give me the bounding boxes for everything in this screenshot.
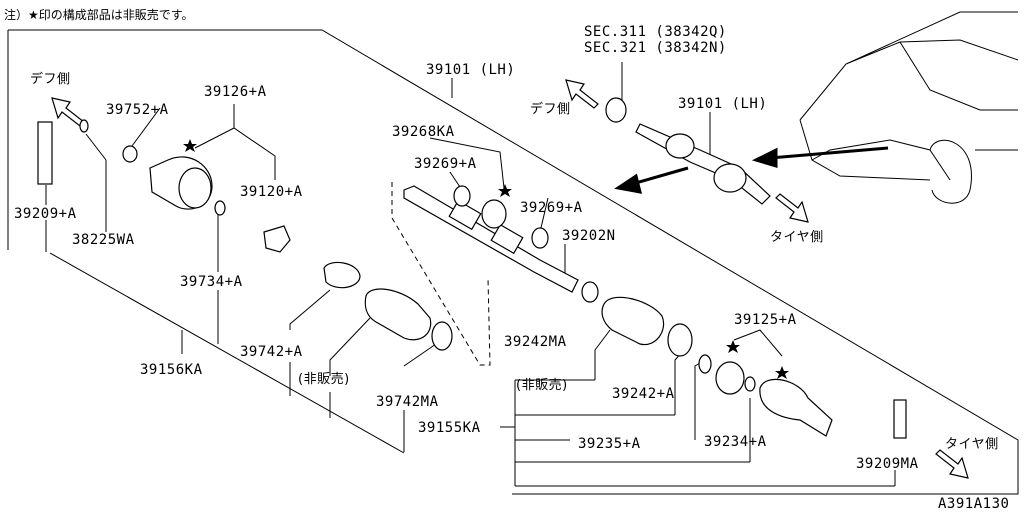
boot-band-39242ma [581, 281, 599, 303]
label-39101-main: 39101 (LH) [426, 62, 516, 78]
label-39155: 39155KA [418, 420, 481, 436]
tire-arrow-right [935, 449, 969, 479]
leader-39242a [674, 349, 685, 415]
label-38225: 38225WA [72, 232, 135, 248]
car-outline [799, 11, 1019, 204]
label-39734: 39734+A [180, 274, 243, 290]
label-39742ma: 39742MA [376, 394, 439, 410]
diff-arrow-left [51, 97, 85, 127]
snap-ring-38225 [79, 119, 89, 133]
label-39235: 39235+A [578, 436, 641, 452]
leader-39742ma [403, 343, 437, 367]
dust-shield-left [37, 121, 53, 185]
label-39209ma: 39209MA [856, 456, 919, 472]
shaft-pointer-2-head [614, 173, 643, 194]
label-39234: 39234+A [704, 434, 767, 450]
boot-band-39742ma [431, 321, 453, 351]
star-housing [775, 366, 789, 379]
label-tire-side-inset: タイヤ側 [770, 230, 824, 245]
inner-joint-39125 [715, 361, 745, 395]
snap-ring-39234 [744, 376, 756, 392]
frame-outline [8, 29, 1019, 495]
diff-arrow-inset [565, 79, 599, 109]
leader-notsold-a [329, 317, 371, 376]
shaft-damper-b [490, 223, 524, 255]
leader-39268 [429, 137, 505, 189]
inset-shaft [635, 123, 771, 205]
label-diff-side-inset: デフ側 [530, 102, 571, 117]
boot-inner-left [364, 288, 432, 341]
label-39126: 39126+A [204, 84, 267, 100]
boot-band-39752 [122, 145, 138, 163]
dynamic-damper-39268 [481, 199, 507, 229]
label-sec-311: SEC.311 (38342Q) [584, 24, 727, 40]
snap-ring-39734 [214, 200, 226, 216]
boot-band-39742a [323, 261, 361, 289]
leader-38225 [85, 133, 107, 161]
label-39101-inset: 39101 (LH) [678, 96, 768, 112]
label-39269a: 39269+A [414, 156, 477, 172]
label-39209a: 39209+A [14, 206, 77, 222]
label-tire-side-right: タイヤ側 [945, 437, 999, 452]
label-39269b: 39269+A [520, 200, 583, 216]
label-39752: 39752+A [106, 102, 169, 118]
leader-39242ma [594, 329, 611, 380]
shaft-damper-a [448, 199, 482, 231]
label-39268: 39268KA [392, 124, 455, 140]
label-diff-side-left: デフ側 [30, 72, 71, 87]
shaft-pointer-2 [631, 166, 689, 186]
leader-39125 [733, 329, 783, 357]
drive-shaft [403, 185, 579, 293]
label-not-sold-b: (非販売) [516, 378, 568, 393]
inset-boot-a [665, 133, 695, 159]
boot-band-39242a [667, 323, 693, 357]
label-39120: 39120+A [240, 184, 303, 200]
boot-right [601, 296, 665, 346]
shaft-pointer-1-head [751, 147, 778, 169]
star-damper [498, 184, 512, 197]
leader-39752 [131, 107, 161, 147]
band-39269a [453, 185, 471, 207]
label-39156: 39156KA [140, 362, 203, 378]
label-39742a: 39742+A [240, 344, 303, 360]
dust-shield-right [893, 399, 907, 439]
leader-39269b [539, 197, 549, 233]
label-39202: 39202N [562, 228, 616, 244]
label-39242ma: 39242MA [504, 334, 567, 350]
label-diagram-code: A391A130 [938, 496, 1010, 512]
frame-bottom-left [49, 252, 405, 454]
star-outer-joint [183, 139, 197, 152]
inset-seal [605, 97, 627, 123]
tire-arrow-inset [775, 193, 809, 223]
tripod-joint-39120 [263, 225, 291, 253]
snap-ring-39235 [698, 354, 712, 374]
shaft-pointer-1 [769, 146, 889, 160]
label-not-sold-a: (非販売) [298, 372, 350, 387]
label-sec-321: SEC.321 (38342N) [584, 40, 727, 56]
label-39242a: 39242+A [612, 386, 675, 402]
band-39269b [531, 227, 549, 249]
inner-joint-housing [759, 378, 833, 437]
label-39125: 39125+A [734, 312, 797, 328]
dashed-outline [391, 182, 491, 366]
leader-39742a [289, 289, 331, 330]
star-joint-39125 [726, 340, 740, 353]
leader-39126 [194, 127, 276, 180]
note-not-for-sale: 注）★印の構成部品は非販売です。 [4, 8, 194, 22]
outer-joint-face [178, 167, 212, 209]
inset-boot-b [713, 163, 747, 193]
